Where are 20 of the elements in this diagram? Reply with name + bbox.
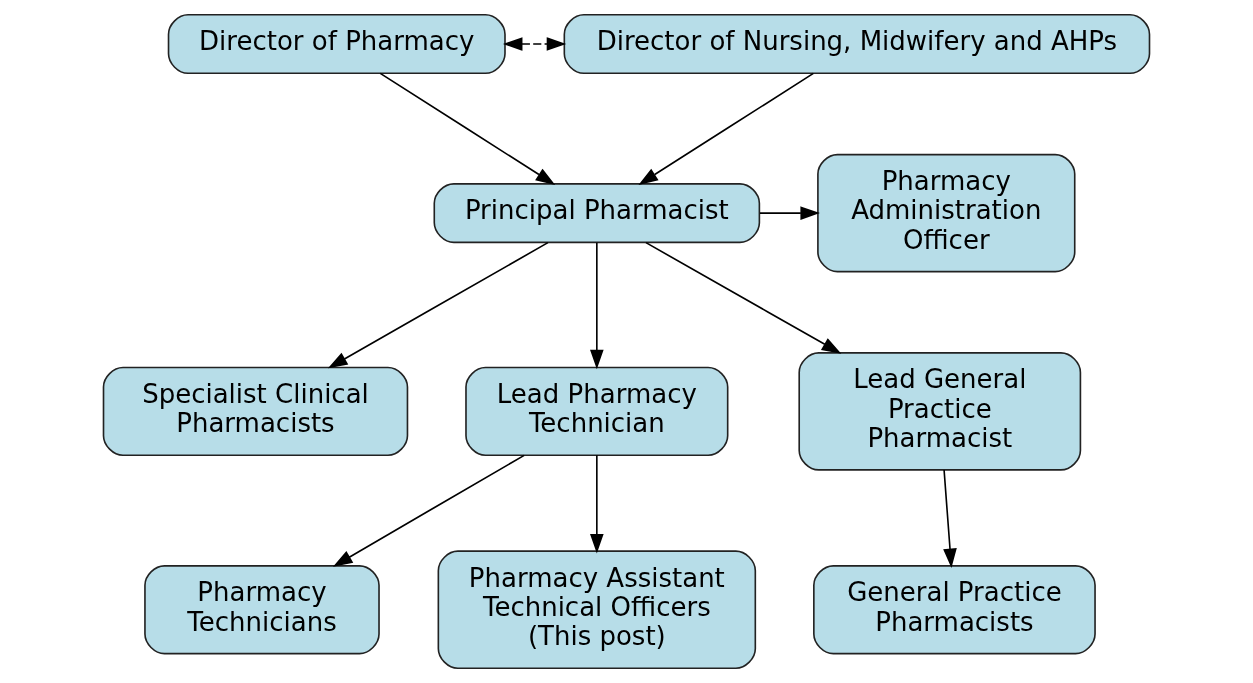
arrow xyxy=(590,241,604,370)
arrow xyxy=(332,454,525,567)
arrow xyxy=(759,206,820,220)
arrow xyxy=(379,72,556,185)
arrow xyxy=(590,454,604,554)
node-box: Lead Pharmacy Technician xyxy=(465,366,729,457)
node-box: Pharmacy Assistant Technical Officers (This post) xyxy=(437,550,757,670)
node-box: General Practice Pharmacists xyxy=(813,565,1096,655)
arrow xyxy=(943,469,957,569)
node-box: Specialist Clinical Pharmacists xyxy=(102,366,409,457)
node-box: Lead General Practice Pharmacist xyxy=(798,352,1082,471)
node-box: Principal Pharmacist xyxy=(433,183,761,244)
node-box: Director of Nursing, Midwifery and AHPs xyxy=(563,13,1151,75)
node-box: Pharmacy Administration Officer xyxy=(817,153,1076,273)
arrow xyxy=(638,72,815,185)
arrow xyxy=(645,241,842,354)
node-box: Director of Pharmacy xyxy=(167,13,506,75)
arrow xyxy=(327,241,549,369)
arrow xyxy=(502,37,567,51)
node-box: Pharmacy Technicians xyxy=(144,565,380,655)
